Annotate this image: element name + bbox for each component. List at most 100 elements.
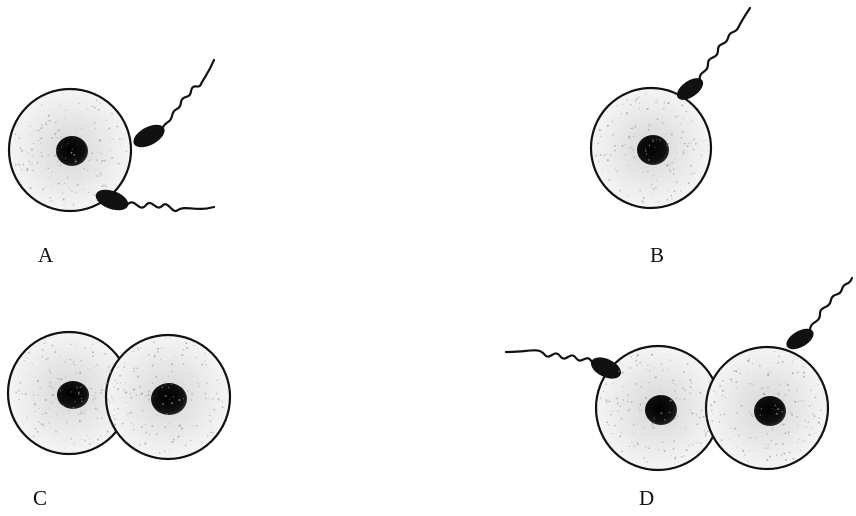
- stipple-dot: [204, 352, 206, 354]
- stipple-dot: [621, 390, 624, 392]
- stipple-dot: [51, 136, 54, 139]
- stipple-dot: [94, 127, 97, 130]
- stipple-dot: [109, 139, 111, 141]
- stipple-dot: [805, 426, 808, 428]
- stipple-dot: [20, 168, 23, 171]
- stipple-dot: [663, 449, 666, 452]
- stipple-dot: [650, 186, 653, 188]
- stipple-dot: [59, 390, 61, 392]
- stipple-dot: [48, 369, 51, 372]
- stipple-dot: [713, 400, 716, 404]
- stipple-dot: [182, 348, 185, 351]
- stipple-dot: [72, 406, 75, 409]
- stipple-dot: [51, 394, 54, 397]
- stipple-dot: [102, 183, 105, 186]
- stipple-dot: [123, 389, 125, 392]
- stipple-dot: [735, 371, 738, 373]
- stipple-dot: [600, 397, 602, 399]
- stipple-dot: [646, 461, 648, 463]
- stipple-dot: [682, 149, 685, 152]
- stipple-dot: [782, 453, 784, 455]
- stipple-dot: [144, 423, 146, 426]
- stipple-dot: [651, 422, 654, 425]
- stipple-dot: [752, 415, 754, 418]
- stipple-dot: [649, 123, 652, 126]
- nucleus: [637, 135, 669, 165]
- stipple-dot: [773, 362, 775, 364]
- stipple-dot: [633, 135, 635, 138]
- stipple-dot: [683, 142, 686, 145]
- stipple-dot: [797, 371, 799, 373]
- stipple-dot: [639, 410, 641, 412]
- stipple-dot: [709, 389, 711, 391]
- stipple-dot: [802, 413, 804, 415]
- stipple-dot: [100, 392, 102, 395]
- stipple-dot: [168, 387, 170, 389]
- stipple-dot: [813, 415, 816, 417]
- stipple-dot: [177, 435, 180, 438]
- stipple-dot: [696, 423, 699, 426]
- stipple-dot: [748, 450, 750, 452]
- nucleus: [151, 383, 187, 415]
- stipple-dot: [215, 392, 218, 395]
- stipple-dot: [690, 382, 693, 385]
- stipple-dot: [49, 385, 51, 388]
- stipple-dot: [153, 355, 156, 358]
- stipple-dot: [647, 128, 650, 131]
- stipple-dot: [45, 122, 47, 125]
- stipple-dot: [656, 139, 658, 141]
- stipple-dot: [683, 455, 685, 457]
- egg-cell: [7, 87, 133, 213]
- stipple-dot: [617, 370, 620, 373]
- stipple-dot: [187, 390, 189, 392]
- stipple-dot: [671, 109, 673, 111]
- stipple-dot: [29, 125, 32, 127]
- stipple-dot: [782, 423, 785, 426]
- stipple-dot: [625, 112, 629, 115]
- stipple-dot: [166, 413, 168, 415]
- stipple-dot: [674, 456, 677, 459]
- stipple-dot: [42, 413, 44, 415]
- stipple-dot: [774, 404, 777, 406]
- stipple-dot: [117, 407, 119, 410]
- stipple-dot: [97, 151, 99, 153]
- stipple-dot: [672, 379, 675, 382]
- stipple-dot: [608, 178, 611, 181]
- stipple-dot: [673, 143, 675, 145]
- stipple-dot: [605, 399, 608, 402]
- stipple-dot: [719, 414, 722, 416]
- stipple-dot: [126, 413, 128, 415]
- stipple-dot: [84, 440, 86, 442]
- stipple-dot: [669, 170, 672, 173]
- stipple-dot: [54, 132, 57, 135]
- stipple-dot: [628, 445, 631, 448]
- stipple-dot: [195, 357, 197, 359]
- stipple-dot: [691, 412, 694, 415]
- stipple-dot: [695, 413, 698, 416]
- stipple-dot: [669, 359, 672, 362]
- stipple-dot: [43, 342, 46, 344]
- stipple-dot: [667, 189, 669, 191]
- stipple-dot: [80, 360, 82, 362]
- stipple-dot: [205, 364, 207, 366]
- stipple-dot: [54, 121, 57, 124]
- stipple-dot: [36, 430, 39, 433]
- stipple-dot: [38, 139, 40, 142]
- stipple-dot: [696, 132, 698, 134]
- sperm-head: [676, 78, 704, 100]
- stipple-dot: [803, 440, 805, 442]
- stipple-dot: [660, 363, 663, 365]
- stipple-dot: [111, 396, 113, 399]
- stipple-dot: [98, 139, 101, 142]
- stipple-dot: [680, 455, 683, 458]
- stipple-dot: [631, 127, 634, 130]
- panel-label-a: A: [38, 243, 54, 267]
- stipple-dot: [676, 415, 679, 418]
- stipple-dot: [635, 382, 638, 385]
- nucleus: [645, 395, 677, 425]
- stipple-dot: [77, 391, 80, 394]
- stipple-dot: [644, 150, 647, 152]
- stipple-dot: [14, 133, 17, 136]
- stipple-dot: [204, 392, 207, 395]
